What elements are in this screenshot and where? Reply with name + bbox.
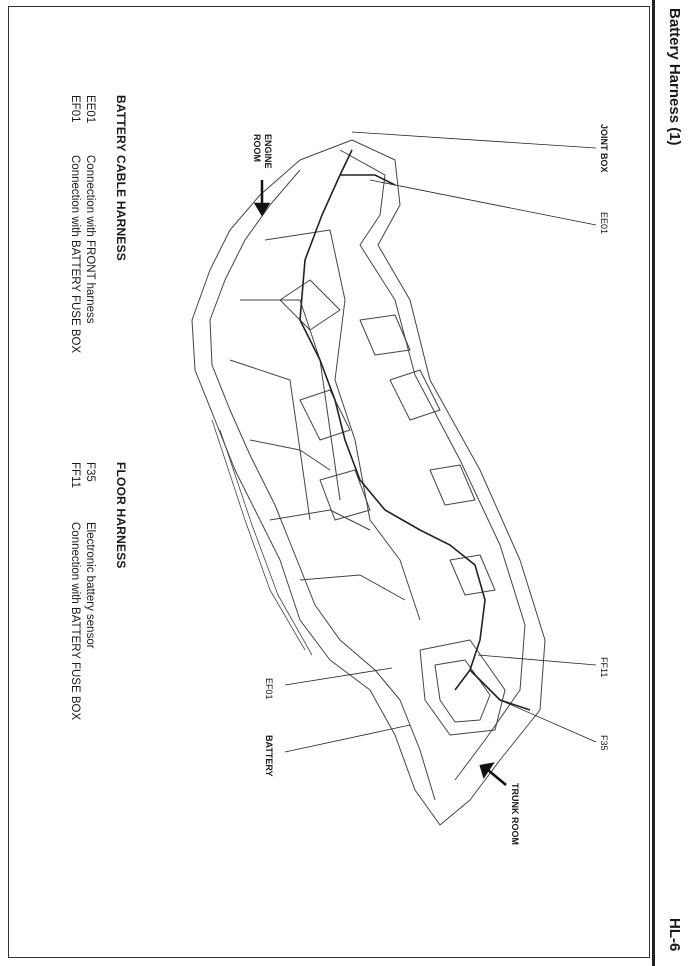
page-frame xyxy=(8,6,650,958)
label-engine-room-line1: ENGINE xyxy=(263,134,273,169)
label-ef01: EF01 xyxy=(264,678,274,700)
label-battery: BATTERY xyxy=(264,735,274,777)
label-trunk-room: TRUNK ROOM xyxy=(510,783,520,845)
vehicle-floor-outline xyxy=(191,139,546,826)
label-joint-box: JOINT BOX xyxy=(599,124,609,173)
label-ee01: EE01 xyxy=(599,212,609,235)
label-engine-room-line2: ROOM xyxy=(252,134,262,162)
harness-routing xyxy=(299,149,531,711)
direction-arrows xyxy=(253,180,507,786)
header-rule xyxy=(652,0,655,966)
leader-lines xyxy=(284,131,597,753)
label-ff11: FF11 xyxy=(599,657,609,678)
label-f35: F35 xyxy=(599,735,609,751)
